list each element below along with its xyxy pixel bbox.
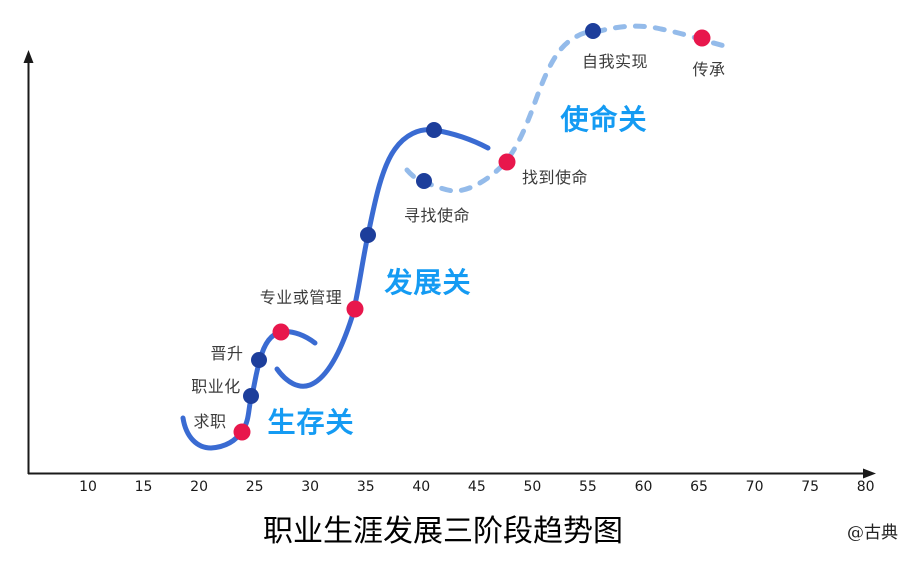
milestone-label-seeking-mission: 寻找使命 [403, 206, 471, 225]
mission-curve-dashed [404, 23, 734, 194]
milestone-dots [233, 23, 711, 441]
stage-label-development: 发展关 [384, 266, 472, 299]
development-curve [274, 127, 491, 389]
milestone-label-job-hunting: 求职 [193, 412, 227, 431]
x-tick-55: 55 [579, 479, 597, 495]
milestone-dot-job-hunting [233, 423, 251, 441]
y-axis-arrowhead-icon [23, 50, 34, 63]
milestone-label-professionalization: 职业化 [191, 377, 241, 396]
x-tick-25: 25 [245, 479, 264, 495]
milestone-label-professional-or-management: 专业或管理 [259, 288, 343, 307]
x-tick-40: 40 [412, 479, 431, 495]
milestone-dot-development-mid [360, 227, 376, 243]
milestone-dot-promotion [251, 352, 267, 368]
milestone-label-self-actualization: 自我实现 [581, 52, 649, 71]
x-tick-35: 35 [356, 479, 375, 495]
milestone-label-promotion: 晋升 [210, 344, 244, 363]
x-tick-20: 20 [190, 479, 208, 495]
milestone-dot-seeking-mission [416, 173, 432, 189]
stage-label-mission: 使命关 [560, 103, 648, 136]
x-tick-15: 15 [134, 479, 153, 495]
milestone-dot-finding-mission [498, 153, 516, 171]
x-axis-arrowhead-icon [863, 468, 876, 479]
x-tick-30: 30 [301, 479, 320, 495]
author-watermark: @古典 [847, 523, 898, 543]
milestone-label-finding-mission: 找到使命 [521, 168, 589, 187]
x-tick-60: 60 [634, 479, 653, 495]
x-tick-65: 65 [690, 479, 708, 495]
milestone-dot-development-peak [426, 122, 442, 138]
x-tick-45: 45 [467, 479, 486, 495]
milestone-dot-legacy [693, 29, 711, 47]
x-tick-75: 75 [801, 479, 820, 495]
x-tick-70: 70 [745, 479, 764, 495]
milestone-dot-professionalization [243, 388, 259, 404]
milestone-label-legacy: 传承 [692, 60, 726, 79]
milestone-dot-professional-or-management [346, 300, 364, 318]
x-tick-80: 80 [856, 479, 875, 495]
x-tick-50: 50 [523, 479, 542, 495]
milestone-dot-survival-peak [272, 323, 290, 341]
x-tick-10: 10 [79, 479, 97, 495]
milestone-dot-self-actualization [585, 23, 601, 39]
chart-title: 职业生涯发展三阶段趋势图 [263, 514, 623, 549]
axes [23, 50, 876, 479]
stage-label-survival: 生存关 [267, 406, 355, 439]
